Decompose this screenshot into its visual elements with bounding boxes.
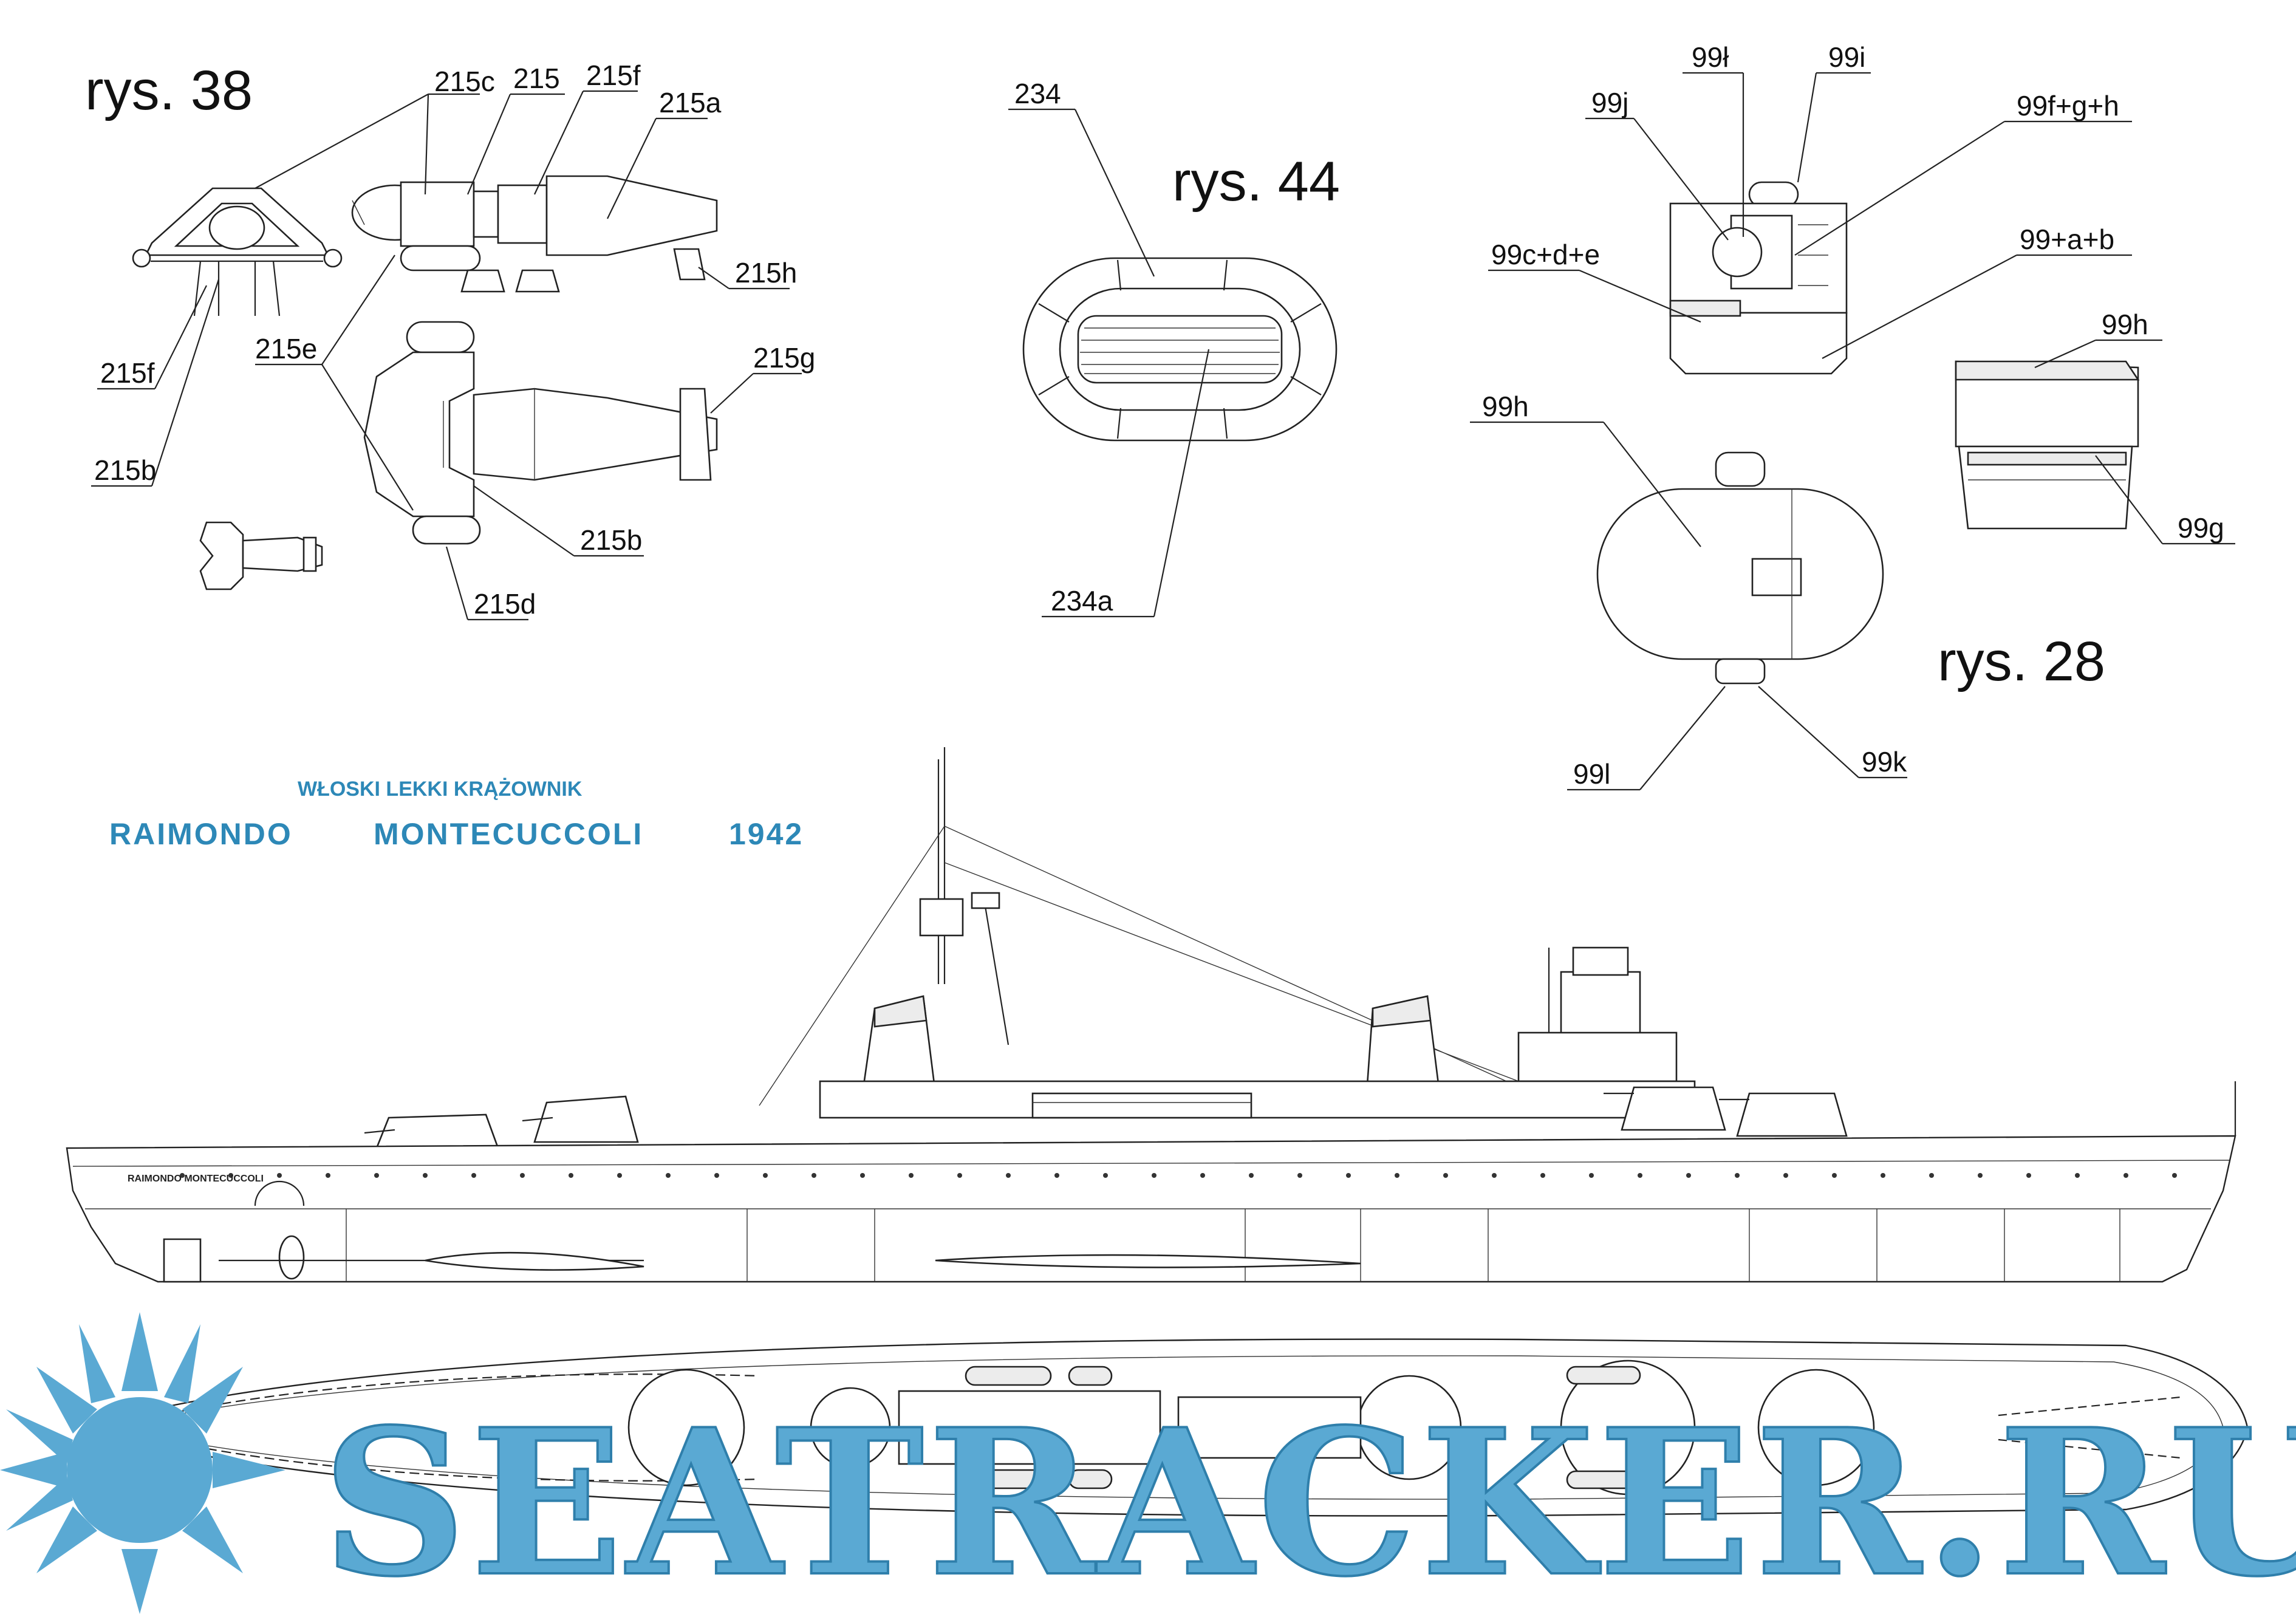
- portholes: [180, 1173, 2177, 1178]
- fig38-label-7: 215e: [255, 333, 317, 364]
- fig38-thumbnail: [199, 521, 323, 590]
- fig28-label-4: 99f+g+h: [2017, 90, 2119, 121]
- fig28-label-1: 99ł: [1692, 41, 1729, 73]
- ship-side-profile: RAIMONDO MONTECUCCOLI: [66, 747, 2236, 1283]
- ship-year: 1942: [729, 817, 804, 851]
- fig28-round-view: [1596, 451, 1884, 685]
- fig38-label-2: 215: [513, 63, 560, 94]
- fig28-label-9: 99g: [2178, 512, 2224, 544]
- figure-38: rys. 38: [85, 60, 815, 621]
- fig38-label-5: 215h: [735, 257, 797, 289]
- watermark-text: SEATRACKER.RU: [322, 1385, 2296, 1614]
- fig38-label-4: 215a: [659, 87, 722, 118]
- ship-deck-plan: [83, 1338, 2249, 1517]
- fig28-label-6: 99+a+b: [2020, 224, 2114, 255]
- fig38-label-8: 215g: [753, 342, 815, 374]
- fig38-label-10: 215b: [580, 524, 642, 556]
- fig28-labels: 99ł 99i 99j 99f+g+h 99c+d+e 99+a+b 99h 9…: [1470, 41, 2235, 791]
- watermark: SEATRACKER.RU: [0, 1312, 2296, 1614]
- fig28-upper-part: [1669, 181, 1848, 375]
- fig28-label-2: 99i: [1828, 41, 1865, 73]
- hull-frames: [346, 1209, 2120, 1282]
- ship-name-part1: RAIMONDO: [109, 817, 293, 851]
- fig38-label-1: 215c: [434, 66, 495, 97]
- fig38-label-11: 215d: [474, 588, 536, 620]
- fig28-label-11: 99k: [1862, 746, 1907, 778]
- fig38-label-3: 215f: [586, 60, 641, 91]
- fig44-label-2: 234a: [1051, 585, 1113, 617]
- fig28-label-3: 99j: [1591, 87, 1628, 118]
- fig44-label-1: 234: [1014, 78, 1061, 109]
- ship-name-part2: MONTECUCCOLI: [374, 817, 643, 851]
- ship-title: WŁOSKI LEKKI KRĄŻOWNIK RAIMONDO MONTECUC…: [109, 778, 804, 851]
- fig28-title: rys. 28: [1938, 631, 2105, 692]
- fig28-label-10: 99l: [1573, 758, 1610, 790]
- fig44-raft: [1022, 257, 1338, 442]
- fig38-label-9: 215b: [94, 454, 156, 486]
- fig38-label-6: 215f: [100, 357, 155, 389]
- sun-logo: [0, 1312, 285, 1614]
- fig28-label-5: 99c+d+e: [1491, 239, 1600, 270]
- figure-44: rys. 44 234 234a: [1008, 78, 1340, 618]
- fig38-plan-view: [363, 321, 718, 545]
- fig28-label-7: 99h: [2102, 309, 2148, 340]
- fig28-side-view: [1955, 360, 2140, 530]
- fig38-side-view: [351, 175, 718, 293]
- fig44-title: rys. 44: [1172, 151, 1340, 213]
- figure-28: rys. 28: [1470, 41, 2235, 791]
- hull-lettering: RAIMONDO MONTECUCCOLI: [128, 1174, 264, 1184]
- fig28-label-8: 99h: [1482, 391, 1529, 422]
- ship-subtitle: WŁOSKI LEKKI KRĄŻOWNIK: [298, 778, 583, 801]
- fig38-front-view: [132, 187, 343, 316]
- fig38-title: rys. 38: [85, 60, 253, 121]
- fig38-labels: 215c 215 215f 215a 215h 215f 215e 215g 2…: [91, 60, 815, 621]
